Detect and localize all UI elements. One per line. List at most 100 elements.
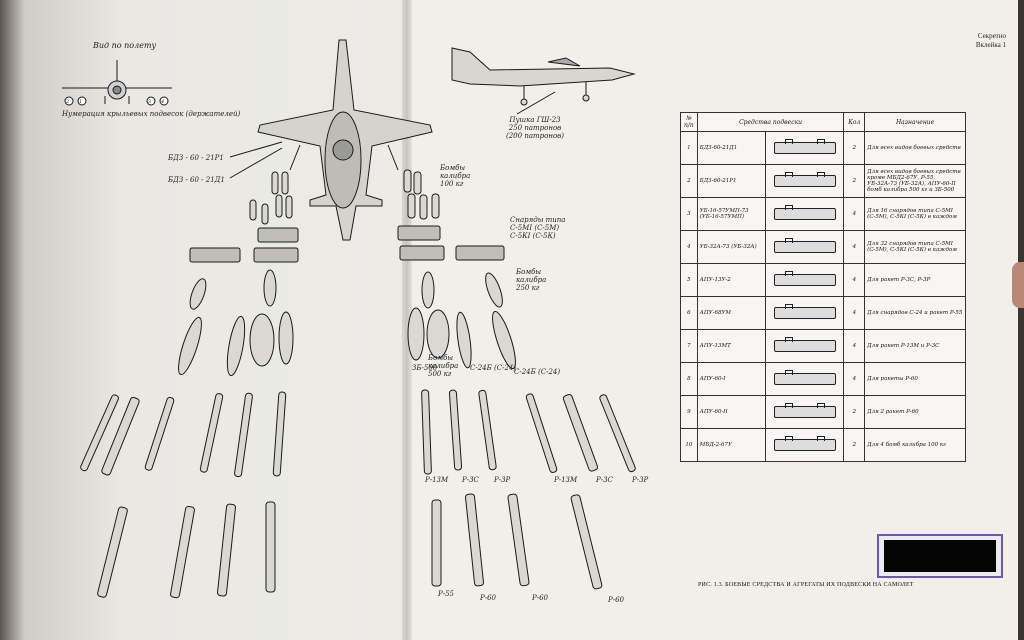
- header-purpose: Назначение: [864, 112, 966, 132]
- pylon-number-2: 2: [66, 99, 70, 105]
- book-gutter: [402, 0, 412, 640]
- cell-name: АПУ-60-II: [696, 395, 767, 429]
- top-view-title: Вид по полету: [93, 41, 157, 50]
- missile-bottom-1: Р-55: [438, 590, 454, 598]
- cell-num: 6: [680, 296, 698, 330]
- cell-name: АПУ-13У-2: [696, 263, 767, 297]
- missile-bottom-3: Р-60: [532, 594, 548, 602]
- cell-num: 1: [680, 131, 698, 165]
- pylon-caption: Нумерация крыльевых подвесок (держателей…: [62, 110, 241, 118]
- launcher-drawing: [765, 296, 845, 330]
- cell-num: 2: [680, 164, 698, 198]
- bombs-250-label: Бомбы калибра 250 кг: [516, 268, 547, 292]
- cell-num: 7: [680, 329, 698, 363]
- cell-qty: 2: [843, 164, 866, 198]
- cell-qty: 4: [843, 263, 866, 297]
- side-view-aircraft: [451, 47, 636, 106]
- cell-num: 9: [680, 395, 698, 429]
- rockets-label: Снаряды типа С-5МI (С-5М) С-5КI (С-5К): [510, 216, 566, 240]
- bomb-rack-drawing: [765, 428, 845, 462]
- table-header-row: № п/п Средства подвески Кол Назначение: [680, 112, 966, 132]
- cell-name: АПУ-68УМ: [696, 296, 767, 330]
- missile-label-4: Р-13М: [554, 476, 578, 484]
- label-bdz-2: БДЗ - 60 - 21Д1: [168, 176, 225, 184]
- cell-name: БДЗ-60-21Р1: [696, 164, 767, 198]
- pylon-drawing: [765, 131, 845, 165]
- cell-num: 10: [680, 428, 698, 462]
- cell-name: УБ-32А-73 (УБ-32А): [696, 230, 767, 264]
- row-label-s24-2: С-24Б (С-24): [514, 368, 561, 376]
- missile-label-5: Р-3С: [596, 476, 613, 484]
- missile-label-2: Р-3С: [462, 476, 479, 484]
- cell-qty: 4: [843, 230, 866, 264]
- pylon-number-3: 3: [148, 99, 152, 105]
- launcher-drawing: [765, 362, 845, 396]
- cell-num: 4: [680, 230, 698, 264]
- pod-drawing: [765, 197, 845, 231]
- hand-edge: [1012, 262, 1024, 308]
- pod-drawing: [765, 230, 845, 264]
- missile-label-3: Р-3Р: [494, 476, 511, 484]
- cell-purpose: Для снарядов С-24 и ракет Р-55: [864, 296, 966, 330]
- label-bdz-1: БДЗ - 60 - 21Р1: [168, 154, 224, 162]
- header-means: Средства подвески: [696, 112, 845, 132]
- background-edge: [1018, 0, 1024, 640]
- cell-name: АПУ-60-I: [696, 362, 767, 396]
- launcher-drawing: [765, 395, 845, 429]
- cell-name: УБ-16-57УМП-73 (УБ-16-57УМП): [696, 197, 767, 231]
- cell-purpose: Для 16 снарядов типа С-5МI (С-5М), С-5КI…: [864, 197, 966, 231]
- missiles-row-1: [80, 389, 636, 478]
- missile-label-1: Р-13М: [425, 476, 449, 484]
- missile-bottom-4: Р-60: [608, 596, 624, 604]
- bombs-100-label: Бомбы калибра 100 кг: [440, 164, 471, 188]
- pylon-number-4: 4: [161, 99, 165, 105]
- cell-purpose: Для ракет Р-3С, Р-3Р: [864, 263, 966, 297]
- cell-purpose: Для всех видов боевых средств: [864, 131, 966, 165]
- bombs-cluster-left: [189, 171, 299, 263]
- gun-label: Пушка ГШ-23 250 патронов (200 патронов): [506, 116, 564, 140]
- cell-purpose: Для всех видов боевых средств кроме МБД2…: [864, 164, 966, 198]
- cell-num: 3: [680, 197, 698, 231]
- suspension-table: № п/п Средства подвески Кол Назначение 1…: [680, 112, 966, 462]
- row-label-zb500: ЗБ-500: [412, 364, 438, 372]
- cell-purpose: Для 4 бомб калибра 100 кг: [864, 428, 966, 462]
- pylon-drawing: [765, 164, 845, 198]
- header-insert: Вклейка 1: [975, 41, 1006, 49]
- bombs-cluster-right: [397, 169, 505, 261]
- cell-qty: 4: [843, 329, 866, 363]
- cell-name: БДЗ-60-21Д1: [696, 131, 767, 165]
- bombs-500: [178, 307, 516, 377]
- header-qty: Кол: [843, 112, 866, 132]
- redaction-box: [884, 540, 996, 572]
- header-num: № п/п: [680, 112, 698, 132]
- cell-qty: 4: [843, 197, 866, 231]
- cell-qty: 2: [843, 395, 866, 429]
- cell-qty: 2: [843, 131, 866, 165]
- row-label-s24-1: С-24Б (С-24): [470, 364, 517, 372]
- cell-qty: 4: [843, 362, 866, 396]
- cell-purpose: Для 32 снарядов типа С-5МI (С-5М), С-5КI…: [864, 230, 966, 264]
- pylon-number-1: 1: [79, 99, 83, 105]
- cell-purpose: Для 2 ракет Р-60: [864, 395, 966, 429]
- figure-caption: РИС. 1.3. БОЕВЫЕ СРЕДСТВА И АГРЕГАТЫ ИХ …: [698, 582, 914, 588]
- cell-qty: 2: [843, 428, 866, 462]
- missile-label-6: Р-3Р: [632, 476, 649, 484]
- cell-name: МБД-2-67У: [696, 428, 767, 462]
- missile-bottom-2: Р-60: [480, 594, 496, 602]
- cell-name: АПУ-13МТ: [696, 329, 767, 363]
- cell-purpose: Для ракет Р-13М и Р-3С: [864, 329, 966, 363]
- header-secret: Секретно: [977, 32, 1006, 40]
- bombs-500-label: Бомбы калибра 500 кг: [428, 354, 459, 378]
- front-view-aircraft: [62, 60, 172, 106]
- cell-num: 5: [680, 263, 698, 297]
- cell-qty: 4: [843, 296, 866, 330]
